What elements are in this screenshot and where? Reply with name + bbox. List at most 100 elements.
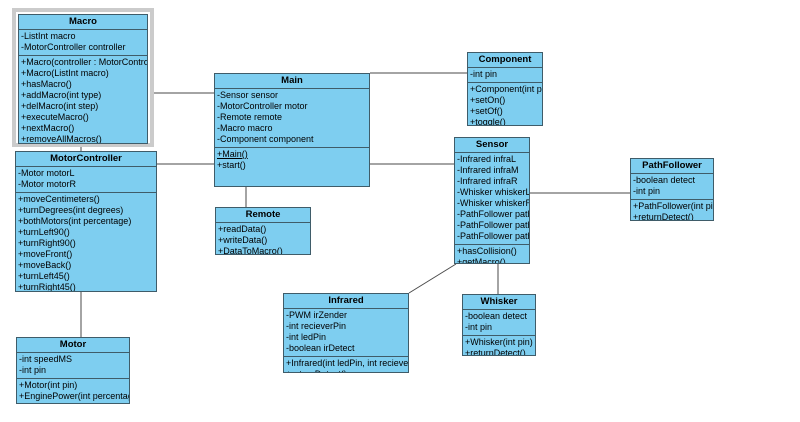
methods-compartment: +moveCentimeters()+turnDegrees(int degre…: [16, 192, 156, 291]
method-row: +returnDetect(): [465, 348, 526, 355]
class-motorcontroller[interactable]: MotorController -Motor motorL-Motor moto…: [15, 151, 157, 292]
attributes-compartment: -boolean detect-int pin: [631, 173, 713, 199]
attribute-row: -Infrared infraL: [457, 154, 517, 164]
class-whisker[interactable]: Whisker -boolean detect-int pin +Whisker…: [462, 294, 536, 356]
method-row: +getMacro(): [457, 257, 506, 263]
class-title: Main: [281, 75, 303, 86]
methods-compartment: +Whisker(int pin)+returnDetect(): [463, 335, 535, 355]
attributes-compartment: -Motor motorL-Motor motorR: [16, 166, 156, 192]
class-main[interactable]: Main -Sensor sensor-MotorController moto…: [214, 73, 370, 187]
methods-compartment: +readData()+writeData()+DataToMacro(): [216, 222, 310, 254]
attributes-compartment: -int pin: [468, 67, 542, 82]
method-row: +nextMacro(): [21, 123, 75, 133]
attributes-compartment: -PWM irZender-int recieverPin-int ledPin…: [284, 308, 408, 356]
method-row: +readData(): [218, 224, 267, 234]
attribute-row: -MotorController controller: [21, 42, 126, 52]
attribute-row: -Whisker whiskerR: [457, 198, 529, 208]
method-row: +moveFront(): [18, 249, 73, 259]
class-title: Whisker: [480, 296, 518, 307]
attribute-row: -int pin: [19, 365, 47, 375]
method-row: +returnDetect(): [633, 212, 694, 220]
method-row: +PathFollower(int pin): [633, 201, 713, 211]
method-row: +turnLeft45(): [18, 271, 70, 281]
attribute-row: -Motor motorL: [18, 168, 75, 178]
connector-sensor-infrared[interactable]: [408, 263, 457, 294]
attribute-row: -boolean irDetect: [286, 343, 355, 353]
attribute-row: -int pin: [465, 322, 493, 332]
method-row: +DataToMacro(): [218, 246, 283, 254]
method-row: +Main(): [217, 149, 248, 159]
method-row: +Component(int pin): [470, 84, 542, 94]
class-title: Sensor: [475, 139, 509, 150]
class-component[interactable]: Component -int pin +Component(int pin)+s…: [467, 52, 543, 126]
class-title: MotorController: [50, 153, 122, 164]
methods-compartment: +Infrared(int ledPin, int recieverPin)+r…: [284, 356, 408, 372]
attribute-row: -boolean detect: [633, 175, 696, 185]
class-title: Component: [478, 54, 532, 65]
method-row: +turnDegrees(int degrees): [18, 205, 124, 215]
attributes-compartment: -Infrared infraL-Infrared infraM-Infrare…: [455, 152, 529, 244]
method-row: +toggle(): [470, 117, 506, 125]
attribute-row: -ListInt macro: [21, 31, 76, 41]
class-sensor[interactable]: Sensor -Infrared infraL-Infrared infraM-…: [454, 137, 530, 264]
method-row: +delMacro(int step): [21, 101, 99, 111]
class-infrared[interactable]: Infrared -PWM irZender-int recieverPin-i…: [283, 293, 409, 373]
attribute-row: -PathFollower pathM: [457, 220, 529, 230]
method-row: +returnDetect(): [286, 369, 407, 372]
class-title: Remote: [245, 209, 281, 220]
attribute-row: -PWM irZender: [286, 310, 348, 320]
attribute-row: -Component component: [217, 134, 314, 144]
method-row: +turnLeft90(): [18, 227, 70, 237]
class-title: Motor: [59, 339, 87, 350]
attributes-compartment: -Sensor sensor-MotorController motor-Rem…: [215, 88, 369, 147]
method-row: +Motor(int pin): [19, 380, 78, 390]
method-row: +hasMacro(): [21, 79, 72, 89]
method-row: +moveBack(): [18, 260, 72, 270]
methods-compartment: +Main()+start(): [215, 147, 369, 186]
attribute-row: -int ledPin: [286, 332, 327, 342]
class-motor[interactable]: Motor -int speedMS-int pin +Motor(int pi…: [16, 337, 130, 404]
method-row: +executeMacro(): [21, 112, 89, 122]
method-row: +moveCentimeters(): [18, 194, 100, 204]
attribute-row: -Infrared infraR: [457, 176, 518, 186]
attribute-row: -PathFollower pathR: [457, 231, 529, 241]
method-row: +setOn(): [470, 95, 506, 105]
method-row: +Infrared(int ledPin, int recieverPin): [286, 358, 408, 368]
attribute-row: -int recieverPin: [286, 321, 347, 331]
class-remote[interactable]: Remote +readData()+writeData()+DataToMac…: [215, 207, 311, 255]
class-title: Macro: [69, 16, 97, 27]
method-row: +setOf(): [470, 106, 503, 116]
attribute-row: -Macro macro: [217, 123, 273, 133]
attribute-row: -PathFollower pathL: [457, 209, 529, 219]
attributes-compartment: -ListInt macro-MotorController controlle…: [19, 29, 147, 55]
attribute-row: -MotorController motor: [217, 101, 308, 111]
method-row: +bothMotors(int percentage): [18, 216, 132, 226]
attribute-row: -Motor motorR: [18, 179, 77, 189]
method-row: +Macro(ListInt macro): [21, 68, 109, 78]
class-macro[interactable]: Macro -ListInt macro-MotorController con…: [18, 14, 148, 144]
attribute-row: -boolean detect: [465, 311, 528, 321]
method-row: +removeAllMacros(): [21, 134, 102, 143]
method-row: +Macro(controller : MotorController): [21, 57, 147, 67]
method-row: +writeData(): [218, 235, 268, 245]
method-row: +addMacro(int type): [21, 90, 102, 100]
method-row: +turnRight45(): [18, 282, 76, 291]
class-title: PathFollower: [642, 160, 702, 171]
methods-compartment: +PathFollower(int pin)+returnDetect(): [631, 199, 713, 220]
methods-compartment: +Macro(controller : MotorController)+Mac…: [19, 55, 147, 143]
method-row: +Whisker(int pin): [465, 337, 533, 347]
attribute-row: -Sensor sensor: [217, 90, 279, 100]
methods-compartment: +Component(int pin)+setOn()+setOf()+togg…: [468, 82, 542, 125]
method-row: +start(): [217, 160, 246, 170]
methods-compartment: +hasCollision()+getMacro(): [455, 244, 529, 263]
attributes-compartment: -boolean detect-int pin: [463, 309, 535, 335]
attribute-row: -int pin: [633, 186, 661, 196]
class-title: Infrared: [328, 295, 364, 306]
class-pathfollower[interactable]: PathFollower -boolean detect-int pin +Pa…: [630, 158, 714, 221]
methods-compartment: +Motor(int pin)+EnginePower(int percenta…: [17, 378, 129, 403]
attribute-row: -int speedMS: [19, 354, 73, 364]
attribute-row: -int pin: [470, 69, 498, 79]
attribute-row: -Remote remote: [217, 112, 283, 122]
